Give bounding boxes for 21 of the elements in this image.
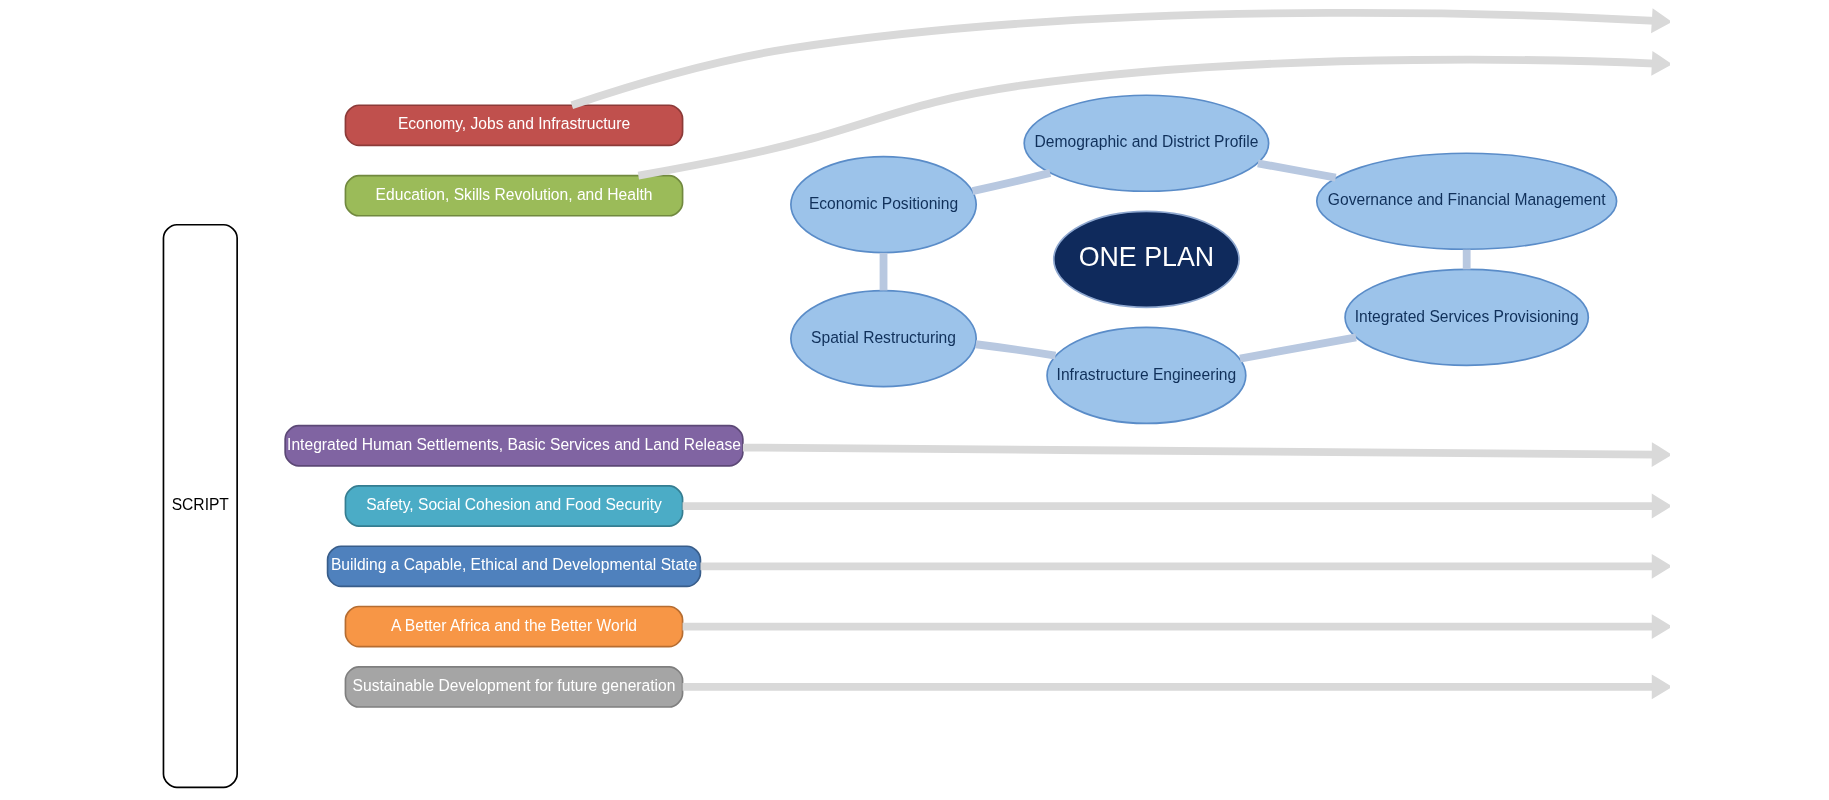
- node-box: SCRIPT: [162, 223, 238, 789]
- node-box: A Better Africa and the Better World: [344, 605, 684, 648]
- connector: [1257, 159, 1337, 182]
- node-ellipse: Spatial Restructuring: [790, 289, 978, 388]
- node-box: Sustainable Development for future generation: [344, 665, 684, 708]
- connector: [1239, 333, 1357, 363]
- connector: [879, 252, 888, 291]
- connector: [1462, 249, 1471, 270]
- node-ellipse: Infrastructure Engineering: [1046, 326, 1247, 425]
- node-box: Education, Skills Revolution, and Health: [344, 174, 684, 217]
- connector: [971, 169, 1052, 195]
- node-ellipse: Governance and Financial Management: [1315, 152, 1618, 251]
- node-ellipse: Economic Positioning: [790, 155, 978, 254]
- node-box: Integrated Human Settlements, Basic Services and Land Release: [284, 424, 744, 467]
- node-box: Building a Capable, Ethical and Developmental State: [326, 545, 702, 588]
- node-box: Safety, Social Cohesion and Food Security: [344, 485, 684, 527]
- node-ellipse: Integrated Services Provisioning: [1344, 268, 1590, 367]
- node-ellipse: Demographic and District Profile: [1023, 94, 1270, 193]
- connector: [975, 340, 1057, 360]
- node-ellipse: ONE PLAN: [1052, 210, 1240, 309]
- node-box: Economy, Jobs and Infrastructure: [344, 104, 684, 147]
